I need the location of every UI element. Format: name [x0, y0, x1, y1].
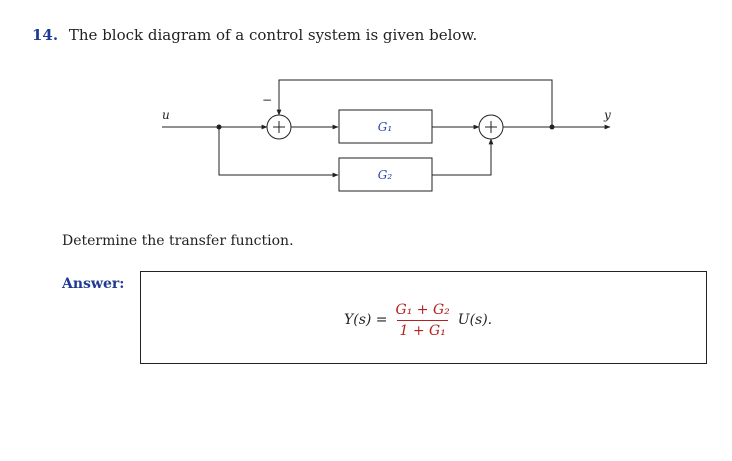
g2-output-path: [432, 138, 494, 176]
g2-input-path: [218, 127, 339, 178]
block-g2: [338, 157, 433, 192]
block-g1: [338, 109, 433, 144]
feedback-path: [276, 79, 553, 127]
transfer-fraction: G₁ + G₂ 1 + G₁: [394, 302, 452, 339]
fraction-denominator: 1 + G₁: [397, 319, 448, 339]
transfer-function-equation: Y(s) = G₁ + G₂ 1 + G₁ U(s).: [344, 300, 492, 340]
answer-label: Answer:: [62, 276, 125, 292]
equation-lhs: Y(s) =: [344, 312, 388, 328]
equation-rhs: U(s).: [457, 312, 493, 328]
input-label: u: [162, 108, 170, 122]
question-number: 14.: [32, 26, 59, 44]
block-g2-label: G₂: [378, 168, 393, 182]
fraction-numerator: G₁ + G₂: [395, 301, 450, 318]
summing-junction-2: [478, 114, 504, 140]
prompt-text: Determine the transfer function.: [62, 233, 294, 249]
answer-box: [140, 271, 707, 364]
block-g1-label: G₁: [378, 120, 392, 134]
branch-point-input: [216, 124, 222, 130]
summing-junction-1: [266, 114, 292, 140]
output-label: y: [603, 108, 611, 122]
feedback-sign: −: [262, 93, 272, 107]
branch-point-output: [549, 124, 555, 130]
question-text: The block diagram of a control system is…: [68, 26, 478, 44]
question-header: 14. The block diagram of a control syste…: [32, 26, 477, 44]
